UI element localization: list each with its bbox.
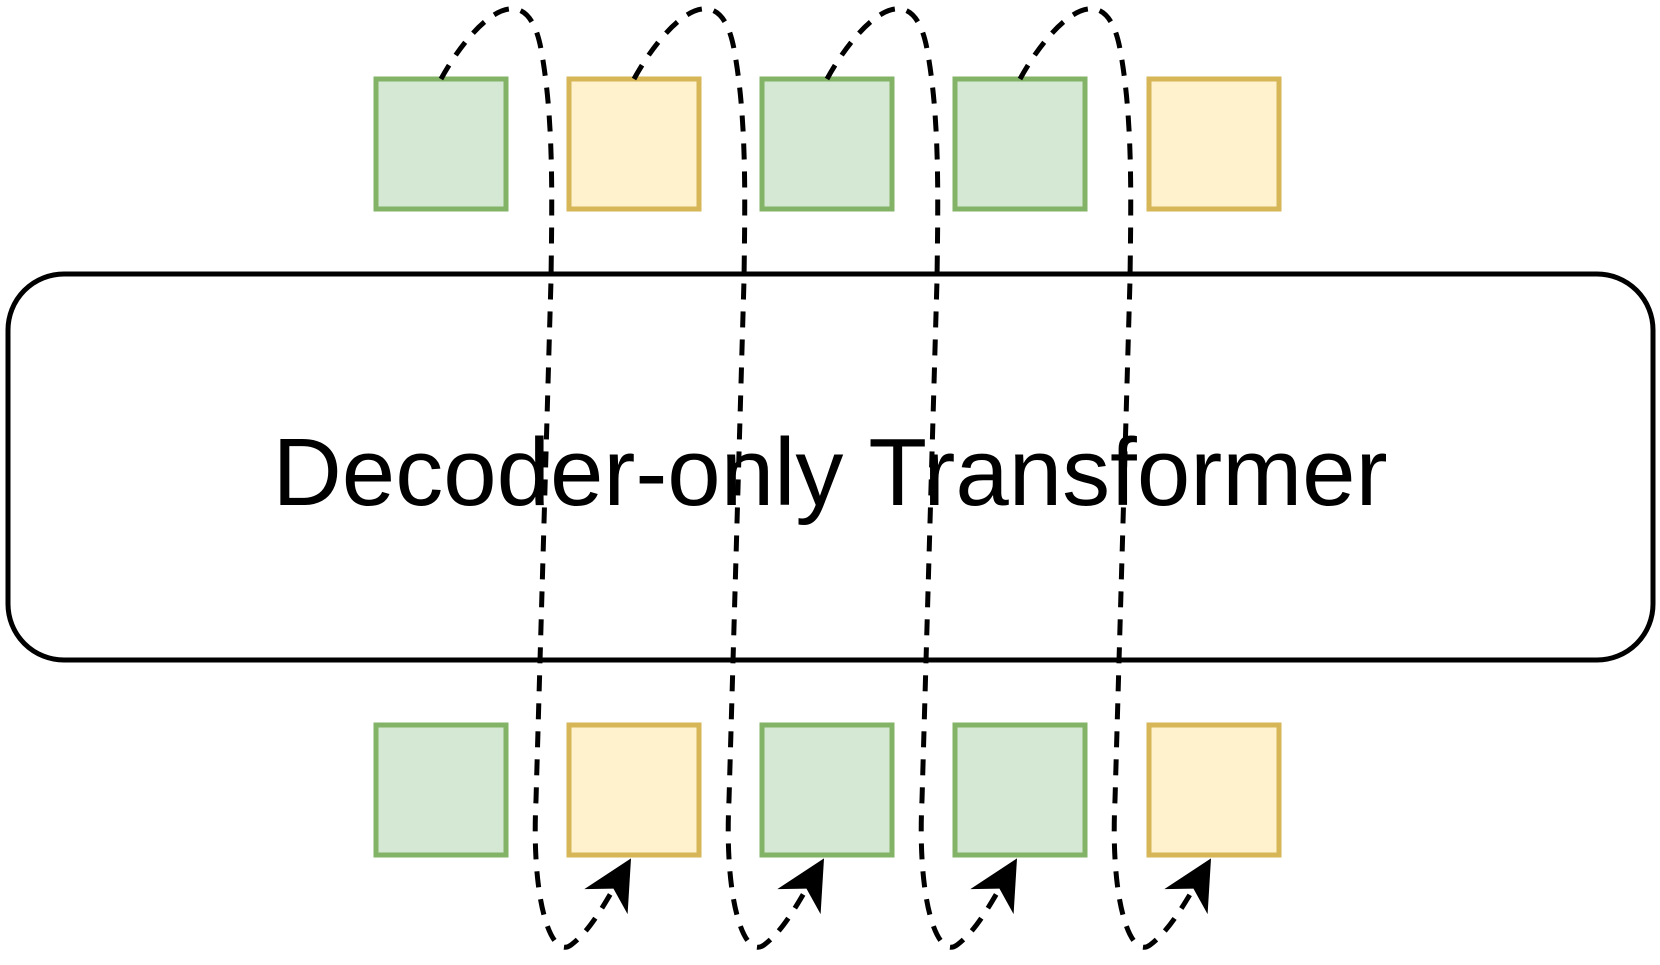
output-token-5-yellow	[1146, 76, 1282, 212]
input-token-2-yellow	[566, 722, 702, 858]
feedback-loop-arrow-4	[1017, 6, 1212, 950]
input-token-4-green	[952, 722, 1088, 858]
input-token-5-yellow	[1146, 722, 1282, 858]
feedback-loop-arrow-3	[824, 6, 1018, 950]
feedback-loop-arrow-2	[631, 6, 825, 950]
output-token-4-green	[952, 76, 1088, 212]
output-token-row	[373, 76, 1282, 212]
input-token-1-green	[373, 722, 509, 858]
output-token-3-green	[759, 76, 895, 212]
output-token-2-yellow	[566, 76, 702, 212]
transformer-block	[5, 271, 1656, 663]
input-token-3-green	[759, 722, 895, 858]
input-token-row	[373, 722, 1282, 858]
output-token-1-green	[373, 76, 509, 212]
transformer-label: Decoder-only Transformer	[272, 419, 1387, 526]
feedback-loops	[438, 6, 1212, 950]
feedback-loop-arrow-1	[438, 6, 632, 950]
